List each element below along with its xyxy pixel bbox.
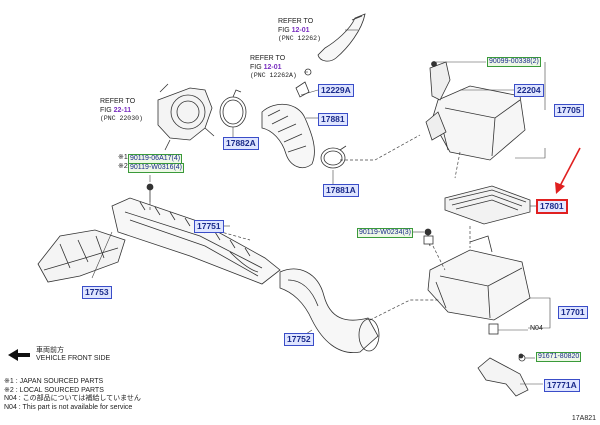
figure-link-12-01b[interactable]: 12-01 [263,63,282,71]
vehicle-front-jp: 車両前方 [36,347,64,354]
part-label-17881[interactable]: 17881 [318,113,348,126]
vehicle-front-arrow-icon [8,349,30,361]
legend-line: ※2 : LOCAL SOURCED PARTS [4,386,104,394]
reference-note-12262: REFER TO FIG 12-01 (PNC 12262) [278,18,321,42]
marker-japan: ※1 [118,154,128,161]
part-label-17751[interactable]: 17751 [194,220,224,233]
throttle-body [157,83,215,151]
bolt-label-90099-00338[interactable]: 90099-00338(2) [487,57,541,67]
part-label-17882a[interactable]: 17882A [223,137,259,150]
legend-line: ※1 : JAPAN SOURCED PARTS [4,378,104,385]
hose-clamp-17882a [219,89,247,128]
air-cleaner-case [427,235,531,335]
ventilation-hose [317,13,366,62]
part-label-17771a[interactable]: 17771A [544,379,580,392]
legend-line: N04 : This part is not available for ser… [4,403,133,411]
part-label-17881a[interactable]: 17881A [323,184,359,197]
bolt-icons [146,183,524,359]
highlight-arrow [555,147,581,194]
hose-clamp-17881a [320,145,347,169]
vehicle-front-en: VEHICLE FRONT SIDE [36,355,111,362]
resonator-17751 [111,197,281,285]
part-label-17801[interactable]: 17801 [536,199,568,214]
bolt-label-91671-80820[interactable]: 91671-80820 [536,352,582,362]
mounting-bracket-17771a [477,354,529,397]
reference-note-12262a: REFER TO FIG 12-01 (PNC 12262A) [250,55,297,79]
intake-hose-17881 [261,104,315,168]
part-label-17705[interactable]: 17705 [554,104,584,117]
part-label-22204[interactable]: 22204 [514,84,544,97]
air-cleaner-cap [425,61,526,161]
air-filter-element [444,185,531,225]
marker-local: ※2 [118,163,128,170]
part-label-17752[interactable]: 17752 [284,333,314,346]
n04-label: N04 [530,325,543,332]
reference-note-22030: REFER TO FIG 22-11 (PNC 22030) [100,98,143,122]
diagram-code: 17A821 [571,415,596,422]
legend: ※1 : JAPAN SOURCED PARTS ※2 : LOCAL SOUR… [4,378,141,412]
bolt-label-90119-w0234[interactable]: 90119-W0234(3) [357,228,414,238]
part-label-17753[interactable]: 17753 [82,286,112,299]
legend-line: N04 : この部品については補給していません [4,395,141,402]
intake-duct-17752 [279,268,380,354]
part-label-17701[interactable]: 17701 [558,306,588,319]
figure-link-22-11[interactable]: 22-11 [113,106,132,114]
air-inlet-17753 [37,229,126,283]
bolt-label-90119-w0316[interactable]: 90119-W0316(4) [128,163,185,173]
figure-link-12-01[interactable]: 12-01 [291,26,310,34]
part-label-12229a[interactable]: 12229A [318,84,354,97]
